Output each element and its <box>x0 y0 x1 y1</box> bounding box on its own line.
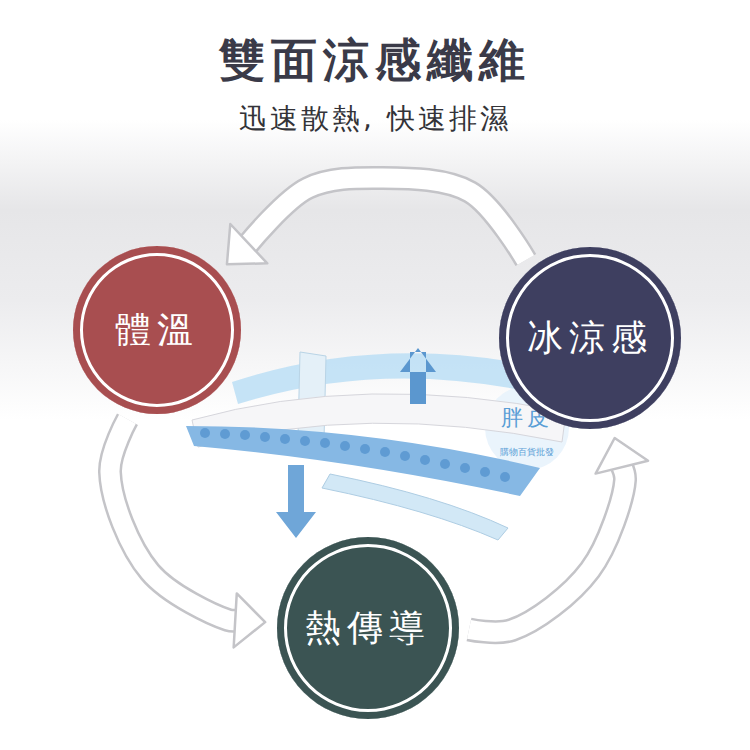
circle-node: 體溫 <box>73 246 241 414</box>
up-arrow <box>400 348 436 404</box>
node-label: 冰涼感 <box>527 314 653 363</box>
cycle-arrow <box>469 438 648 632</box>
down-arrow <box>276 465 316 538</box>
arrow-head <box>596 438 648 474</box>
diagram-title: 雙面涼感纖維 <box>0 30 750 92</box>
fabric-weave <box>200 428 510 482</box>
arrow-body <box>110 419 237 621</box>
cycle-arrow <box>110 419 265 647</box>
fabric-bottom-layer <box>322 474 508 540</box>
arrow-head <box>234 593 265 647</box>
arrow-outline <box>247 178 526 260</box>
node-label: 體溫 <box>115 306 199 355</box>
cycle-arrow <box>227 178 526 264</box>
watermark-small: 購物百貨批發 <box>477 446 577 459</box>
arrow-head <box>227 224 267 264</box>
arrow-body <box>469 465 625 632</box>
subtitle: 迅速散熱, 快速排濕 <box>0 100 750 138</box>
arrow-outline <box>469 465 625 632</box>
node-label: 熱傳導 <box>305 604 431 653</box>
circle-node: 冰涼感 <box>499 247 681 429</box>
arrow-body <box>247 178 526 260</box>
circle-node: 熱傳導 <box>277 537 459 719</box>
arrow-outline <box>110 419 237 621</box>
